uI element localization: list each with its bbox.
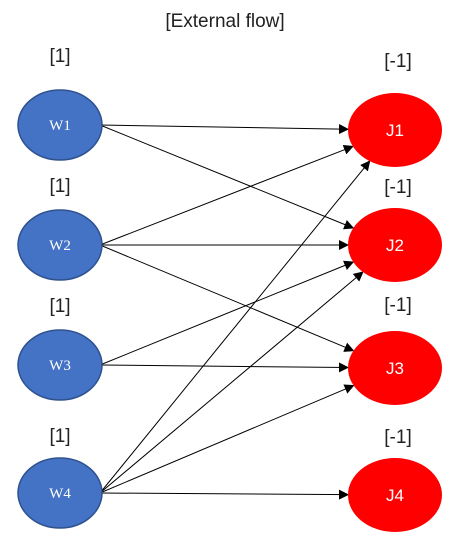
worker-node-w1: W1 [1] xyxy=(17,46,103,161)
worker-label: W4 xyxy=(49,486,71,502)
job-label: J1 xyxy=(386,121,404,140)
worker-flow-label: [1] xyxy=(49,296,70,317)
worker-node-w3: W3 [1] xyxy=(17,296,103,401)
worker-label: W1 xyxy=(49,118,71,134)
worker-flow-label: [1] xyxy=(49,176,70,197)
nodes-layer: W1[1]W2[1]W3[1]W4[1]J1[-1]J2[-1]J3[-1]J4… xyxy=(17,46,442,532)
edge-w4-j1 xyxy=(99,160,371,494)
worker-flow-label: [1] xyxy=(49,426,70,447)
job-node-j1: J1 [-1] xyxy=(348,51,442,167)
job-circle xyxy=(348,93,442,167)
job-label: J2 xyxy=(386,236,404,255)
edge-w4-j3 xyxy=(99,384,355,494)
worker-label: W3 xyxy=(49,358,71,374)
edge-w3-j2 xyxy=(99,260,355,366)
edge-w1-j1 xyxy=(99,124,350,135)
edge-w4-j2 xyxy=(99,271,364,494)
worker-flow-label: [1] xyxy=(49,46,70,67)
worker-node-w2: W2 [1] xyxy=(17,176,103,281)
worker-circle xyxy=(17,89,103,161)
job-label: J4 xyxy=(386,486,404,505)
worker-circle xyxy=(17,457,103,529)
job-node-j3: J3 [-1] xyxy=(348,295,442,405)
edges-layer xyxy=(99,124,371,500)
job-flow-label: [-1] xyxy=(384,295,411,316)
edge-w1-j2 xyxy=(99,124,355,230)
job-label: J3 xyxy=(386,359,404,378)
edge-w2-j1 xyxy=(99,145,354,246)
job-node-j2: J2 [-1] xyxy=(348,177,442,282)
edge-w2-j3 xyxy=(99,244,355,352)
job-circle xyxy=(348,208,442,282)
worker-label: W2 xyxy=(49,238,71,254)
job-circle xyxy=(348,458,442,532)
diagram-title: [External flow] xyxy=(165,11,284,32)
job-circle xyxy=(348,331,442,405)
worker-node-w4: W4 [1] xyxy=(17,426,103,529)
job-flow-label: [-1] xyxy=(384,177,411,198)
job-node-j4: J4 [-1] xyxy=(348,427,442,532)
edge-w3-j3 xyxy=(99,362,350,373)
worker-circle xyxy=(17,209,103,281)
job-flow-label: [-1] xyxy=(384,51,411,72)
job-flow-label: [-1] xyxy=(384,427,411,448)
edge-w4-j4 xyxy=(99,489,350,500)
worker-circle xyxy=(17,329,103,401)
